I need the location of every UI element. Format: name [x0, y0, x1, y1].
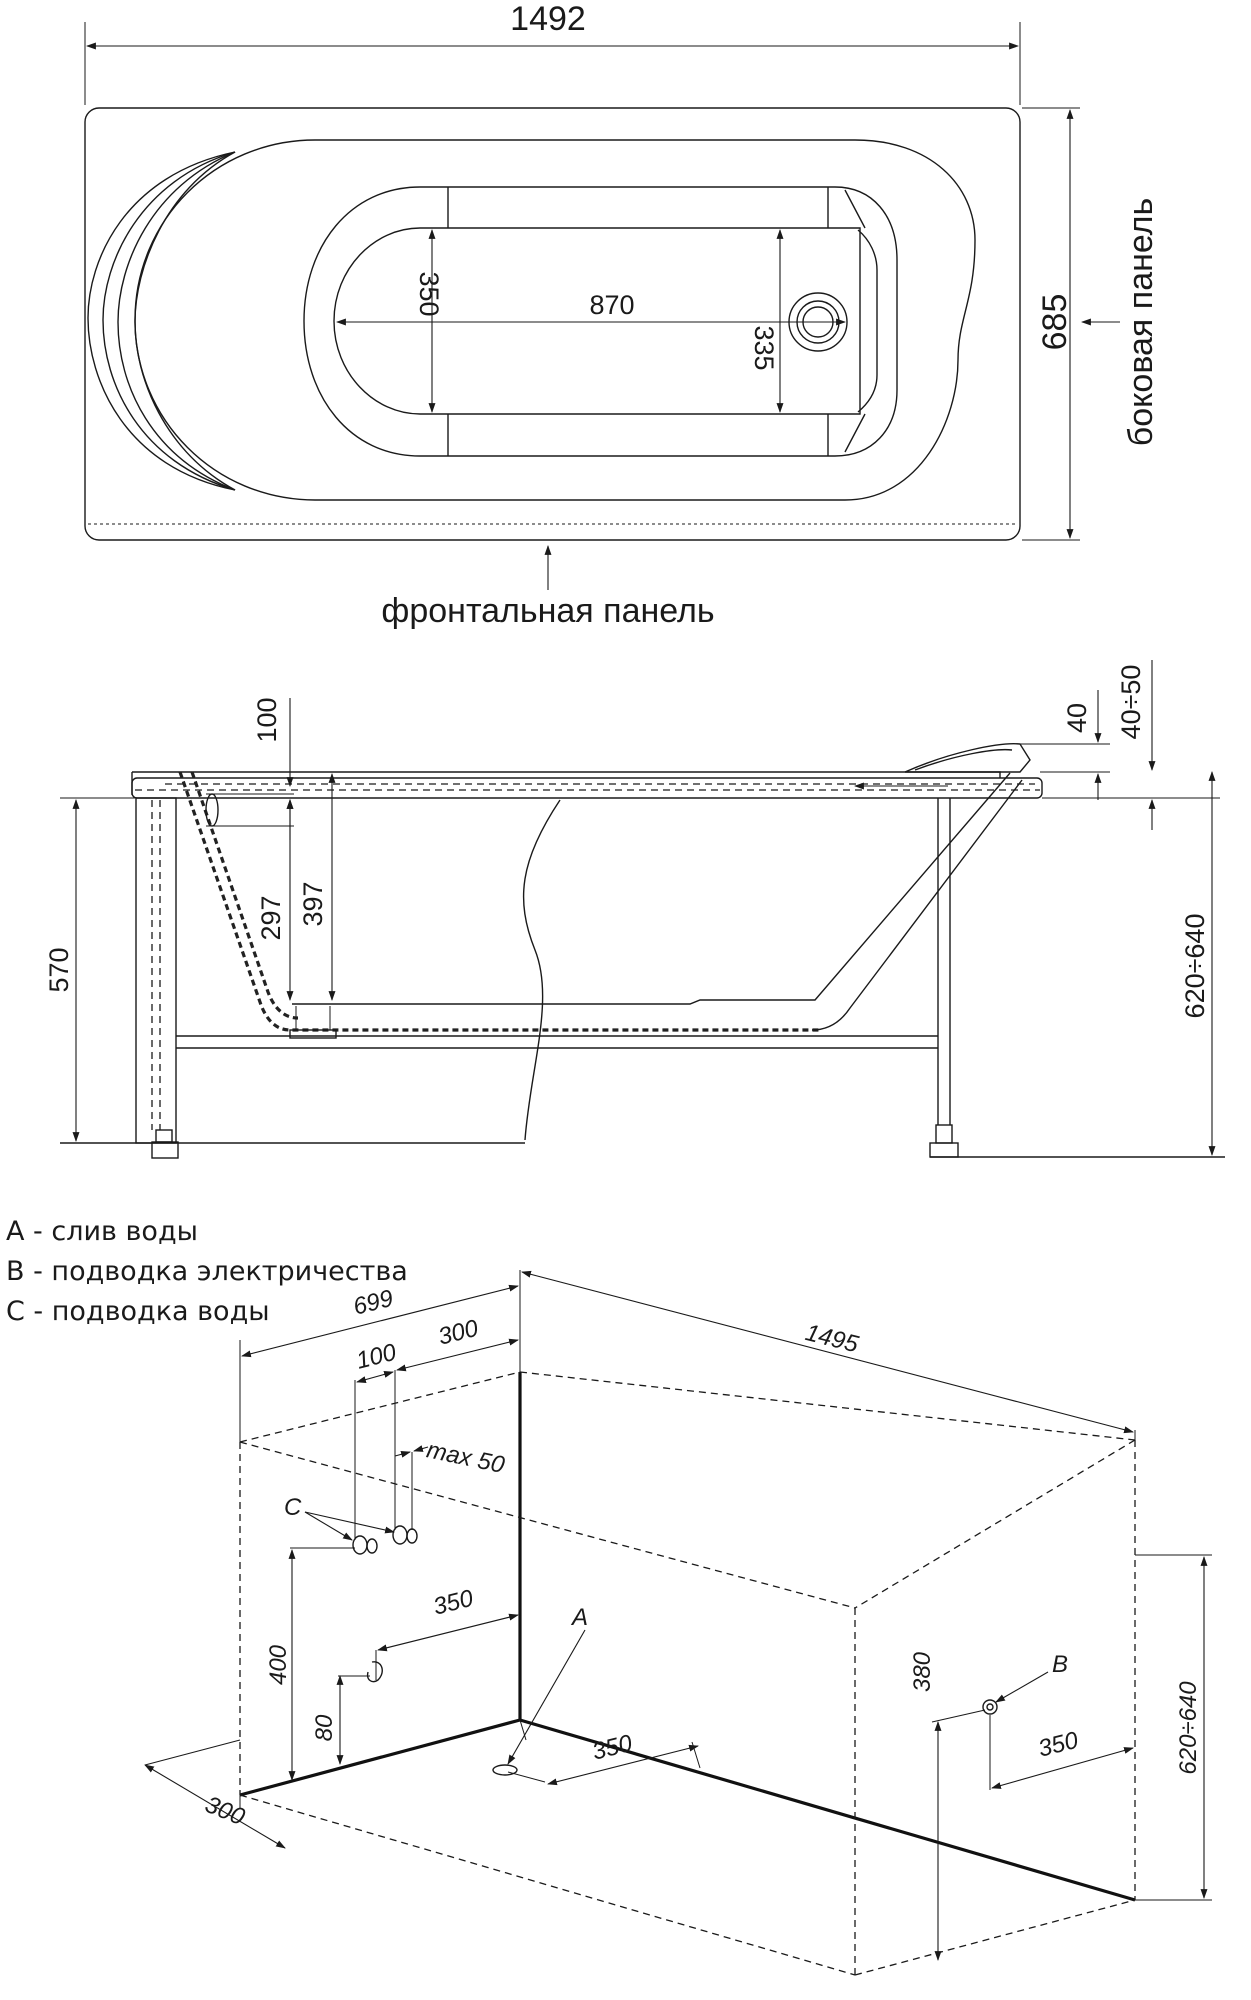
dim-40-50-label: 40÷50 [1116, 665, 1146, 740]
iso-350-right-label: 350 [1035, 1727, 1081, 1763]
iso-max50-label: max 50 [424, 1436, 507, 1479]
dim-397-label: 397 [298, 881, 328, 926]
legend-a: A - слив воды [6, 1216, 198, 1247]
tub-rim-outline [134, 139, 976, 501]
iso-380-label: 380 [909, 1651, 936, 1692]
tub-floor-outline [333, 227, 861, 415]
iso-350-bottom-label: 350 [589, 1730, 635, 1766]
inner-width-right-label: 335 [749, 325, 779, 370]
front-panel-label: фронтальная панель [381, 592, 714, 630]
backrest-curve-1 [87, 151, 236, 491]
tub-bowl-outline [303, 186, 898, 457]
tub-outer-rim [84, 107, 1021, 541]
dim-570-label: 570 [44, 947, 74, 992]
length-label: 1492 [510, 0, 586, 38]
iso-300-bottom-label: 300 [201, 1791, 249, 1831]
width-label: 685 [1036, 294, 1074, 351]
iso-b-label: B [1052, 1651, 1068, 1678]
iso-300-top-label: 300 [435, 1315, 481, 1351]
iso-100-label: 100 [353, 1339, 399, 1375]
iso-80-label: 80 [311, 1714, 338, 1741]
side-panel-label: боковая панель [1122, 198, 1160, 446]
iso-c-label: C [284, 1494, 302, 1521]
legend-c: C - подводка воды [6, 1296, 270, 1327]
dim-620-640-label: 620÷640 [1180, 914, 1210, 1019]
legend-b: B - подводка электричества [6, 1256, 408, 1287]
dim-40-label: 40 [1062, 703, 1092, 733]
iso-view: 699 1495 100 300 max 50 C 400 80 [144, 1270, 1212, 1976]
iso-a-label: A [570, 1604, 588, 1631]
tub-profile-left [178, 771, 820, 1032]
dim-100-label: 100 [252, 697, 282, 742]
inner-width-left-label: 350 [414, 271, 444, 316]
iso-400-label: 400 [265, 1644, 292, 1685]
side-rim [131, 777, 1043, 799]
legend: A - слив воды B - подводка электричества… [6, 1212, 408, 1332]
iso-length-label: 1495 [803, 1319, 862, 1358]
iso-350-a-label: 350 [430, 1585, 476, 1621]
dim-297-label: 297 [256, 895, 286, 940]
top-view: 1492 870 350 335 [84, 0, 1160, 630]
iso-620-640-label: 620÷640 [1175, 1681, 1202, 1775]
inner-length-label: 870 [589, 290, 634, 320]
side-view: 570 100 297 397 40 40÷50 620÷640 [44, 660, 1225, 1159]
